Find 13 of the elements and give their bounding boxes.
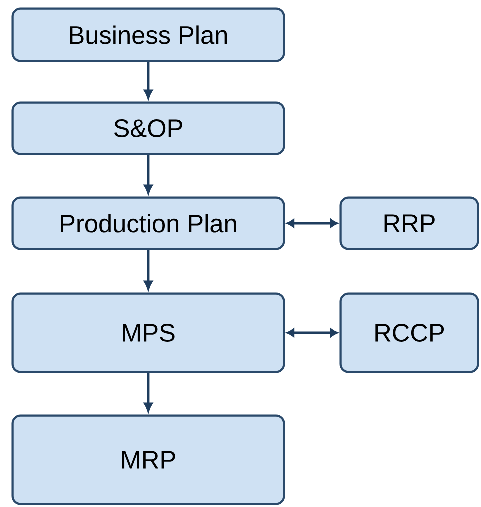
process-box: MRP — [12, 414, 286, 506]
process-box: Business Plan — [12, 8, 286, 62]
process-box: Production Plan — [12, 196, 286, 250]
arrow — [144, 250, 153, 290]
process-box: RCCP — [340, 292, 480, 374]
process-box: S&OP — [12, 102, 286, 156]
process-box: RRP — [340, 196, 480, 250]
process-box: MPS — [12, 292, 286, 374]
arrow — [286, 219, 338, 228]
arrow — [144, 373, 153, 412]
arrow — [144, 62, 153, 99]
arrow — [144, 155, 153, 194]
arrow — [286, 328, 338, 338]
